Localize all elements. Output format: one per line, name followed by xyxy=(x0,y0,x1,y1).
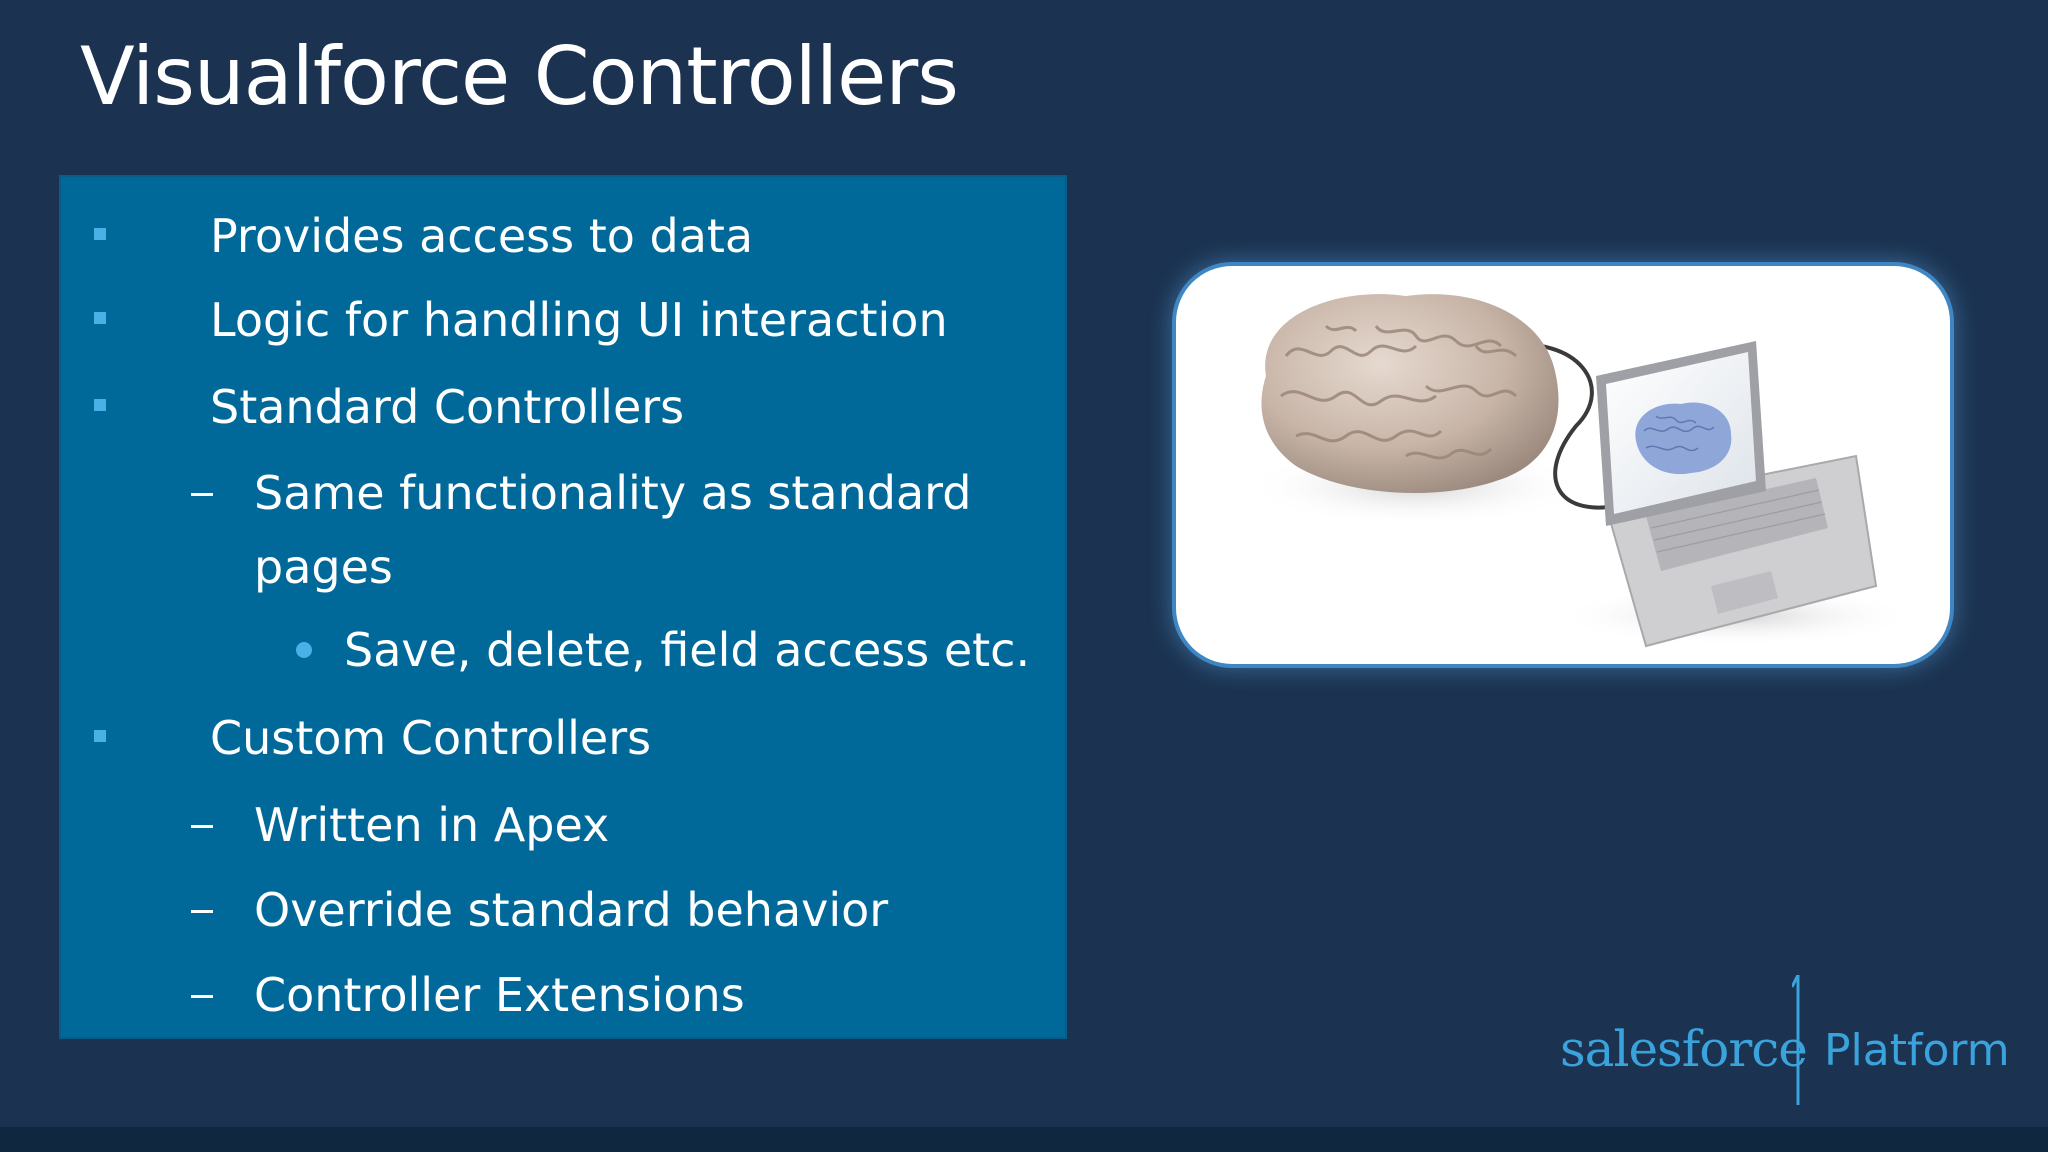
bullet-item: Standard Controllers xyxy=(210,380,685,434)
square-bullet-icon xyxy=(94,312,106,324)
bullet-item: Custom Controllers xyxy=(210,711,652,765)
bottom-band xyxy=(0,1127,2048,1152)
round-bullet-icon xyxy=(296,642,312,658)
brain-laptop-illustration xyxy=(1176,266,1950,664)
slide-title: Visualforce Controllers xyxy=(80,30,959,123)
bullet-list-box: Provides access to data Logic for handli… xyxy=(59,175,1067,1039)
sub-bullet-item: Controller Extensions xyxy=(254,968,745,1022)
bullet-item: Logic for handling UI interaction xyxy=(210,293,948,347)
square-bullet-icon xyxy=(94,399,106,411)
bullet-item: Provides access to data xyxy=(210,209,754,263)
logo-salesforce-text: salesforce xyxy=(1560,1020,1808,1078)
logo-one-mark xyxy=(1792,975,1800,1105)
sub-bullet-item: Override standard behavior xyxy=(254,883,889,937)
sub-bullet-item: Written in Apex xyxy=(254,798,610,852)
sub-bullet-continuation: pages xyxy=(254,540,393,594)
logo-platform-text: Platform xyxy=(1824,1025,2010,1076)
square-bullet-icon xyxy=(94,730,106,742)
dash-bullet-icon xyxy=(191,995,213,998)
dash-bullet-icon xyxy=(191,910,213,913)
dash-bullet-icon xyxy=(191,825,213,828)
sub-sub-bullet-item: Save, delete, field access etc. xyxy=(344,623,1031,677)
sub-bullet-item: Same functionality as standard xyxy=(254,466,972,520)
salesforce1-platform-logo: salesforce Platform xyxy=(1560,975,2010,1105)
dash-bullet-icon xyxy=(191,493,213,496)
square-bullet-icon xyxy=(94,228,106,240)
brain-laptop-image xyxy=(1246,294,1916,648)
